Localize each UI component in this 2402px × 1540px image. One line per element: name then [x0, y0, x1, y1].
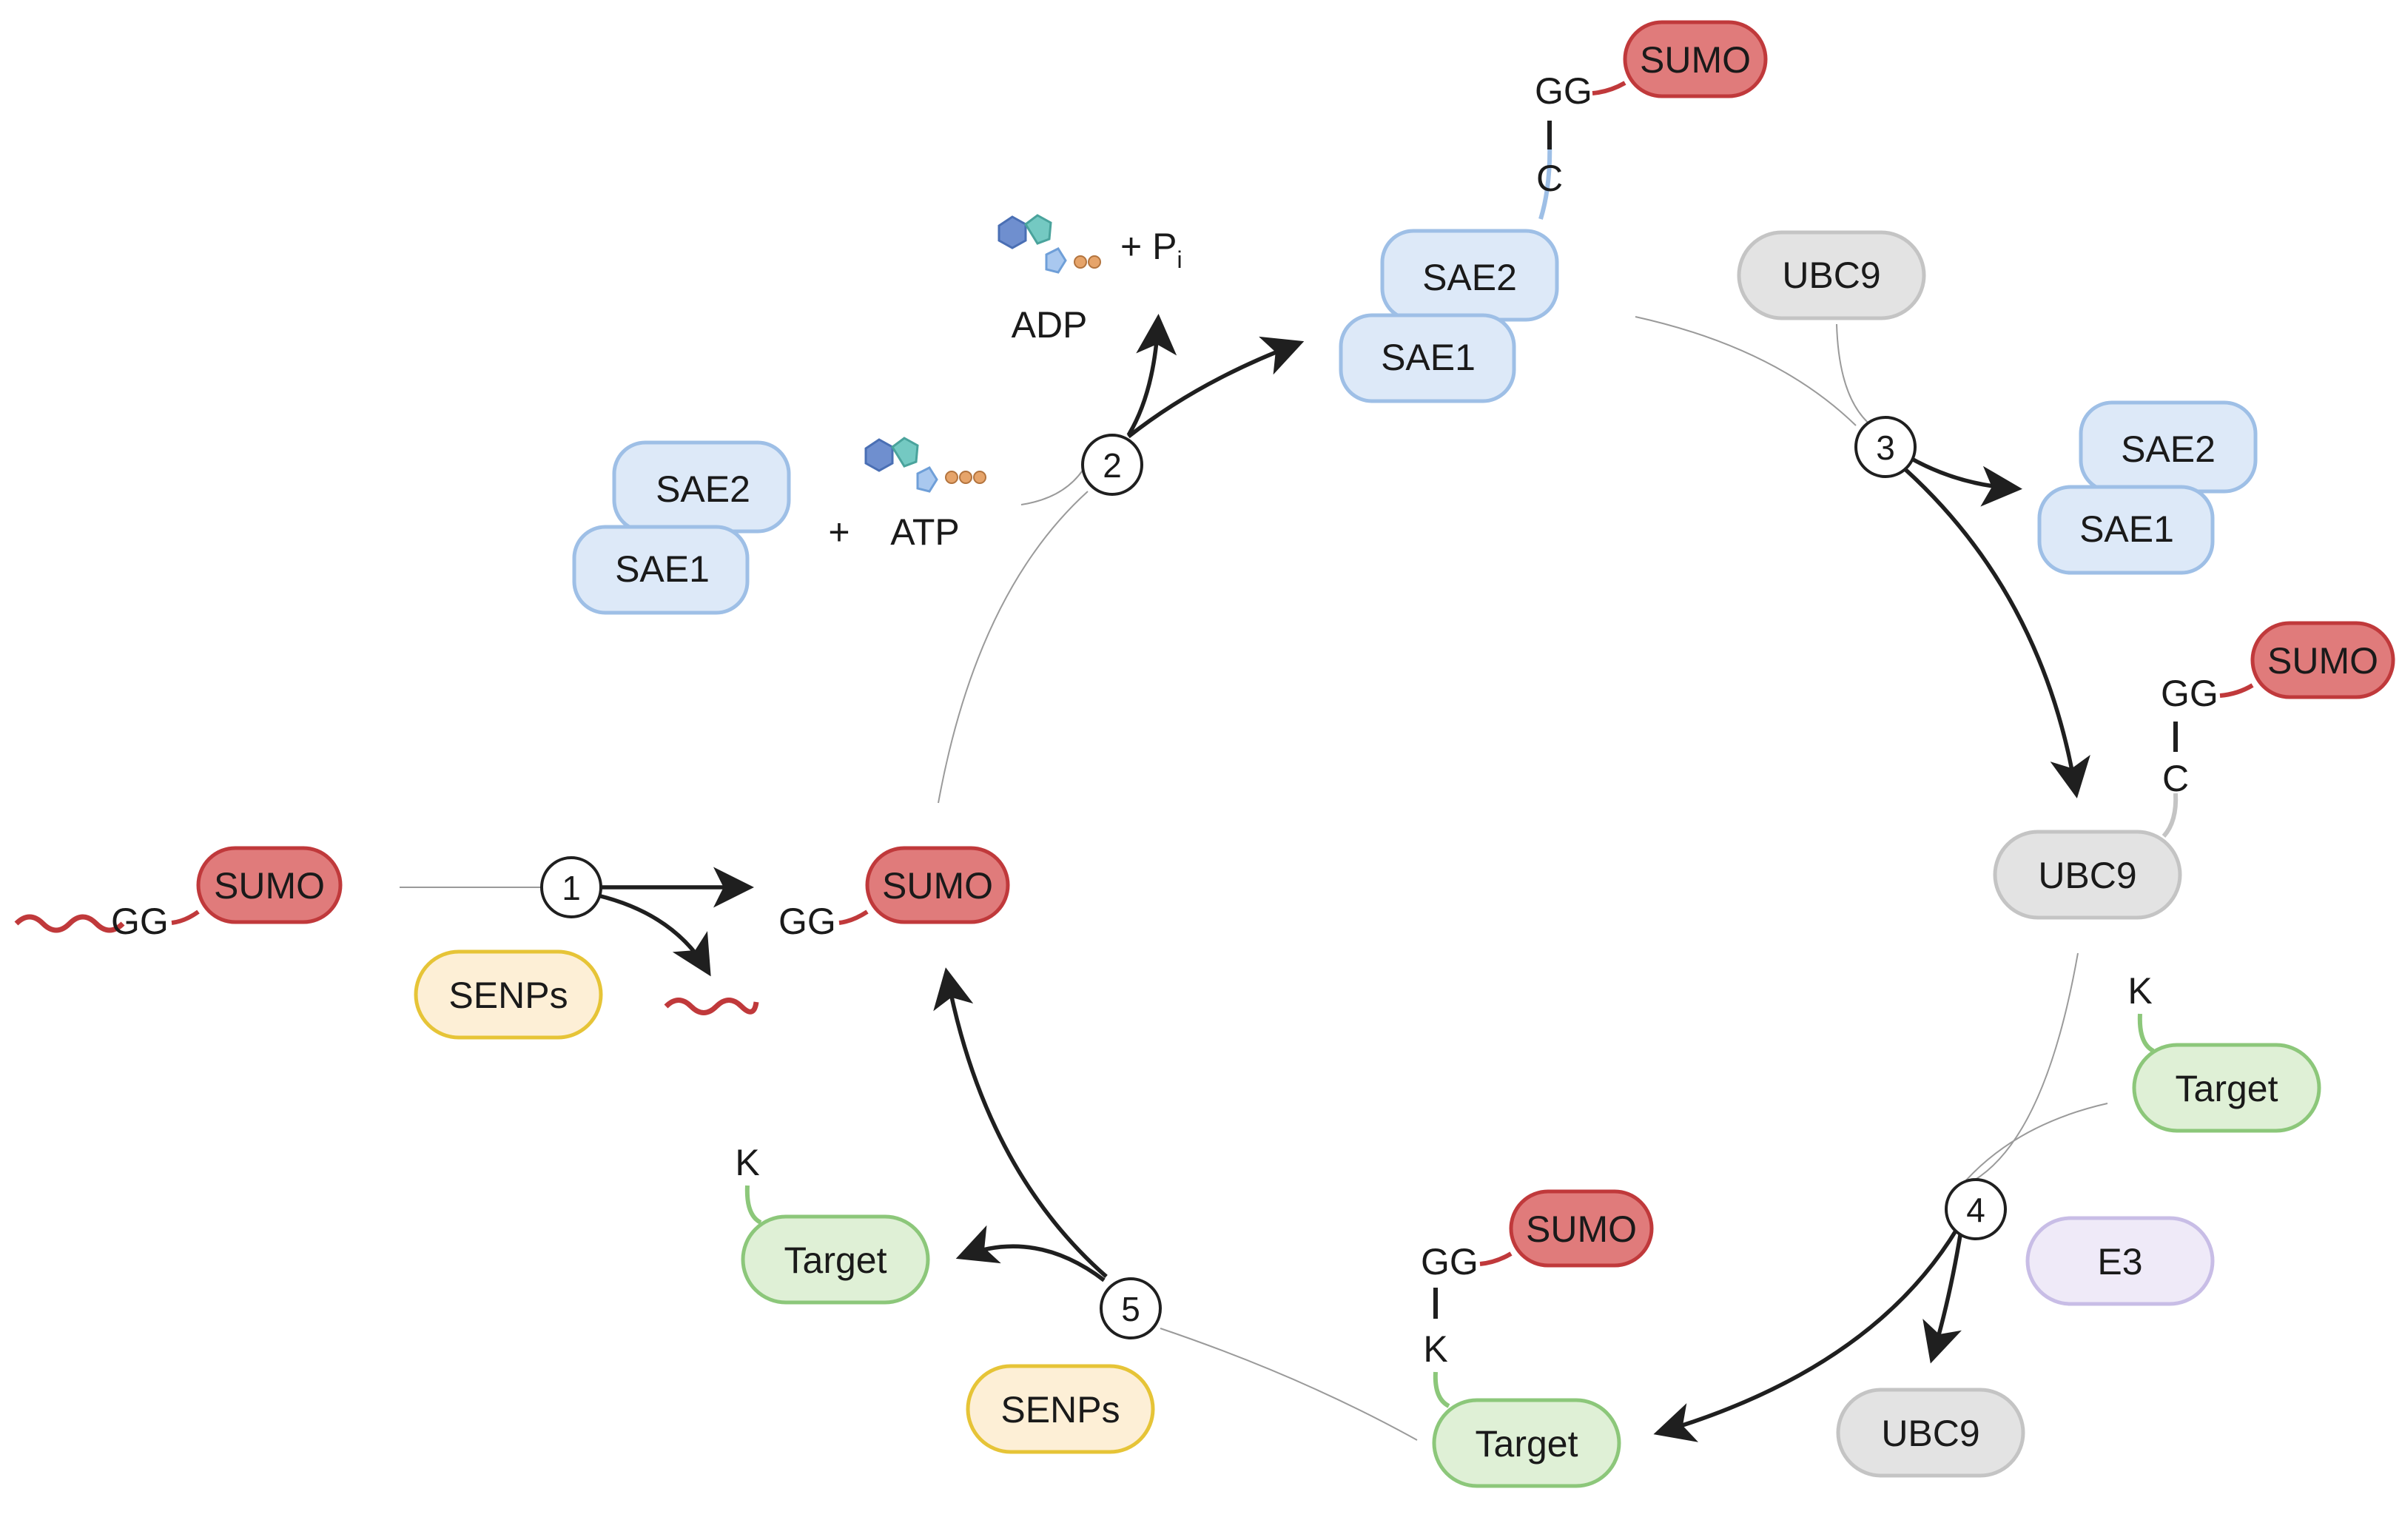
sae1-label: SAE1 — [2079, 508, 2174, 550]
svg-text:3: 3 — [1876, 428, 1895, 467]
sae1-sae2-heterodimer: SAE2 SAE1 — [572, 440, 791, 615]
svg-text:1: 1 — [562, 869, 581, 907]
cysteine-label: C — [1536, 158, 1563, 199]
arrow-step5-to-free-sumo — [933, 967, 1108, 1279]
lysine-label: K — [735, 1142, 759, 1183]
sumo-label: SUMO — [214, 865, 325, 907]
reaction-arrows — [597, 314, 2090, 1442]
svg-text:2: 2 — [1103, 446, 1122, 485]
sumo-label: SUMO — [882, 865, 993, 907]
sumo-protein — [1509, 1189, 1654, 1268]
atp-molecule-icon — [864, 437, 986, 493]
sae2-label: SAE2 — [1422, 257, 1517, 298]
sumo-protein — [865, 846, 1010, 924]
sumo-protein — [1623, 20, 1768, 98]
ubc9-free-step3: UBC9 — [1737, 230, 1926, 320]
sae1-subunit — [572, 525, 750, 615]
senps-protease-5: SENPs — [966, 1364, 1155, 1454]
step-1: 1 — [540, 856, 602, 918]
arrow-step2-to-adp — [1126, 314, 1177, 437]
ubc9-label: UBC9 — [1782, 255, 1880, 296]
cycle-connector-lines — [400, 316, 2108, 1441]
sumo-label: SUMO — [1640, 39, 1751, 81]
sae-sumo-thioester: SAE2 SAE1 C GG SUMO — [1339, 20, 1768, 403]
cysteine-label: C — [2162, 758, 2189, 799]
senps-protease-1: SENPs — [414, 949, 603, 1040]
arrow-step1-to-peptide — [597, 893, 711, 977]
arrow-step4-to-ubc9-release — [1922, 1230, 1963, 1364]
sumo-protein — [196, 846, 343, 924]
adp-label: ADP — [1012, 304, 1088, 346]
senps-label: SENPs — [448, 975, 568, 1016]
ubc9-sumo-thioester: UBC9 C GG SUMO — [1993, 621, 2395, 920]
sumo-precursor: GG SUMO — [14, 846, 343, 942]
gg-label: GG — [778, 901, 836, 942]
phosphate-label: + Pi — [1120, 226, 1183, 273]
lysine-label: K — [2127, 970, 2152, 1012]
arrow-step4-to-sumoylated-target — [1653, 1227, 1959, 1442]
sae1-sae2-released: SAE2 SAE1 — [2037, 400, 2258, 575]
sae1-subunit — [2037, 485, 2215, 575]
svg-text:4: 4 — [1966, 1191, 1985, 1229]
gg-label: GG — [1535, 70, 1592, 112]
sae1-label: SAE1 — [1381, 337, 1476, 378]
sumo-label: SUMO — [1526, 1208, 1637, 1250]
arrow-step3-to-sae-release — [1908, 455, 2022, 507]
adp-molecule-icon — [998, 214, 1101, 274]
c-terminal-tail-peptide — [14, 914, 125, 933]
sae2-label: SAE2 — [2121, 428, 2216, 470]
step-5: 5 — [1100, 1277, 1162, 1339]
senps-label: SENPs — [1000, 1389, 1120, 1430]
step-2: 2 — [1081, 434, 1143, 496]
step-4: 4 — [1945, 1178, 2007, 1240]
lysine-label: K — [1423, 1328, 1447, 1370]
plus-sign: + — [828, 511, 850, 553]
target-protein-released: K Target — [735, 1142, 930, 1305]
target-label: Target — [784, 1240, 887, 1281]
gg-label: GG — [1421, 1241, 1478, 1282]
cleaved-peptide — [664, 998, 759, 1015]
sae1-subunit — [1339, 313, 1516, 403]
e3-label: E3 — [2097, 1241, 2142, 1282]
gg-label: GG — [2161, 673, 2218, 714]
svg-text:5: 5 — [1121, 1290, 1140, 1328]
step-3: 3 — [1854, 416, 1917, 478]
sumoylated-target: GG SUMO K Target — [1421, 1189, 1654, 1488]
atp-label: ATP — [890, 511, 960, 553]
arrow-step2-to-sae-sumo — [1127, 336, 1305, 439]
target-label: Target — [2176, 1068, 2278, 1109]
sumo-protein — [2250, 621, 2395, 699]
arrow-step5-to-free-target — [955, 1225, 1106, 1282]
arrow-step3-to-ubc9-sumo — [1900, 464, 2090, 798]
ubc9-released-step4: UBC9 — [1836, 1388, 2025, 1478]
sae1-label: SAE1 — [615, 548, 710, 590]
e3-ligase: E3 — [2025, 1216, 2215, 1306]
target-protein-step4: K Target — [2127, 970, 2321, 1133]
gg-label: GG — [111, 901, 169, 942]
sumo-label: SUMO — [2267, 640, 2378, 682]
ubc9-label: UBC9 — [1881, 1413, 1979, 1454]
sae2-label: SAE2 — [656, 468, 750, 510]
ubc9-label: UBC9 — [2038, 855, 2136, 896]
target-label: Target — [1476, 1423, 1578, 1465]
mature-sumo: GG SUMO — [778, 846, 1010, 942]
